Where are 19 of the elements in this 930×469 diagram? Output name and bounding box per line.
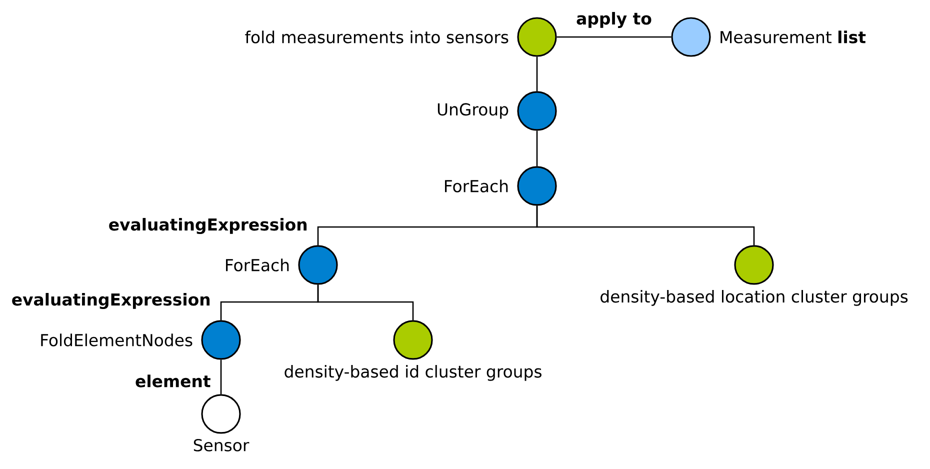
node-label: FoldElementNodes xyxy=(41,334,192,346)
connector-line xyxy=(556,36,672,38)
node-label: fold measurements into sensors xyxy=(245,30,508,44)
node-label: UnGroup xyxy=(438,103,508,119)
edge-label: evaluatingExpression xyxy=(10,292,212,310)
connector-line xyxy=(536,130,538,166)
connector-line xyxy=(317,284,414,320)
node-label: density-based location cluster groups xyxy=(600,290,908,306)
node-label: ForEach xyxy=(445,180,508,192)
edge-label: evaluatingExpression xyxy=(107,216,309,235)
node-label: Measurement list xyxy=(720,30,866,44)
node-label: density-based id cluster groups xyxy=(284,365,542,381)
node-label: Sensor xyxy=(194,438,250,452)
edge-label: apply to xyxy=(575,10,653,29)
node-label: ForEach xyxy=(226,258,289,272)
edge-label: element xyxy=(134,374,212,388)
connector-line xyxy=(536,56,538,92)
connector-line xyxy=(536,206,755,246)
connector-line xyxy=(220,360,222,394)
